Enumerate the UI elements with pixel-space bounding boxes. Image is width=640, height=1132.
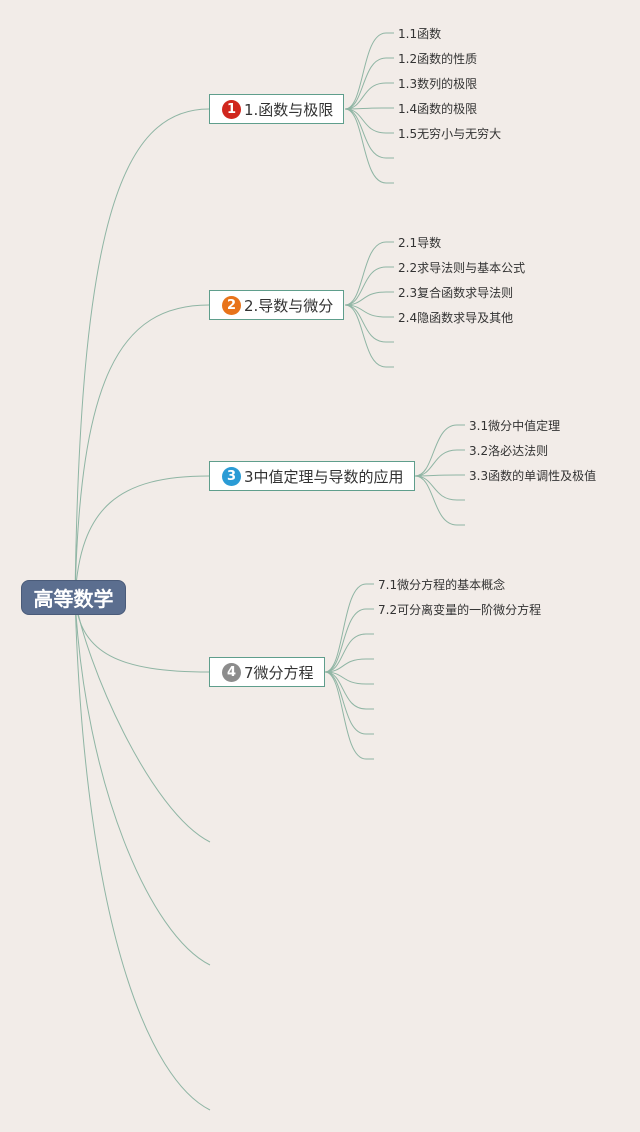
connector-line <box>344 241 394 306</box>
connector-line <box>324 633 374 673</box>
connector-line <box>74 475 210 599</box>
connector-line <box>74 597 211 966</box>
connector-line <box>324 658 374 673</box>
leaf-item[interactable]: 1.5无穷小与无穷大 <box>398 127 502 141</box>
topic-mean-value-theorem[interactable]: 3 3中值定理与导数的应用 <box>209 461 415 491</box>
leaf-item[interactable]: 1.3数列的极限 <box>398 77 478 91</box>
leaf-item[interactable]: 2.2求导法则与基本公式 <box>398 261 526 275</box>
topic-label: 2.导数与微分 <box>244 296 334 315</box>
number-badge-icon: 1 <box>222 99 241 119</box>
leaf-item[interactable]: 7.1微分方程的基本概念 <box>378 578 506 592</box>
connector-line <box>344 304 394 368</box>
connector-line <box>344 108 394 134</box>
connector-line <box>74 304 210 599</box>
connector-line <box>414 475 465 501</box>
connector-line <box>344 82 394 110</box>
number-badge-icon: 3 <box>222 466 241 486</box>
leaf-item[interactable]: 7.2可分离变量的一阶微分方程 <box>378 603 542 617</box>
leaf-item[interactable]: 2.3复合函数求导法则 <box>398 286 514 300</box>
connector-line <box>414 474 465 477</box>
connector-line <box>344 57 394 110</box>
leaf-item[interactable]: 3.1微分中值定理 <box>469 419 561 433</box>
connector-line <box>324 671 374 685</box>
connector-line <box>414 424 465 477</box>
connector-line <box>74 108 210 599</box>
connector-line <box>74 597 211 843</box>
leaf-item[interactable]: 1.1函数 <box>398 27 442 41</box>
connector-line <box>344 304 394 343</box>
connector-line <box>344 108 394 184</box>
connector-line <box>344 304 394 318</box>
connector-line <box>344 32 394 110</box>
leaf-item[interactable]: 3.2洛必达法则 <box>469 444 549 458</box>
connector-line <box>324 671 374 760</box>
topic-derivatives[interactable]: 2 2.导数与微分 <box>209 290 345 320</box>
root-label: 高等数学 <box>33 587 114 611</box>
leaf-item[interactable]: 1.4函数的极限 <box>398 102 478 116</box>
topic-label: 3中值定理与导数的应用 <box>244 467 404 486</box>
root-node[interactable]: 高等数学 <box>21 580 126 615</box>
connector-line <box>74 597 211 1111</box>
leaf-item[interactable]: 2.1导数 <box>398 236 442 250</box>
connector-line <box>344 108 394 159</box>
connector-line <box>414 475 465 526</box>
connector-line <box>344 291 394 306</box>
connector-line <box>324 583 374 673</box>
topic-functions-limits[interactable]: 1 1.函数与极限 <box>209 94 345 124</box>
connector-line <box>344 107 394 110</box>
number-badge-icon: 2 <box>222 295 241 315</box>
connector-line <box>414 449 465 477</box>
number-badge-icon: 4 <box>222 662 241 682</box>
topic-label: 7微分方程 <box>244 663 314 682</box>
topic-label: 1.函数与极限 <box>244 100 334 119</box>
topic-differential-equations[interactable]: 4 7微分方程 <box>209 657 325 687</box>
leaf-item[interactable]: 3.3函数的单调性及极值 <box>469 469 597 483</box>
leaf-item[interactable]: 1.2函数的性质 <box>398 52 478 66</box>
connector-line <box>344 266 394 306</box>
connector-line <box>324 671 374 710</box>
leaf-item[interactable]: 2.4隐函数求导及其他 <box>398 311 514 325</box>
connector-line <box>324 608 374 673</box>
